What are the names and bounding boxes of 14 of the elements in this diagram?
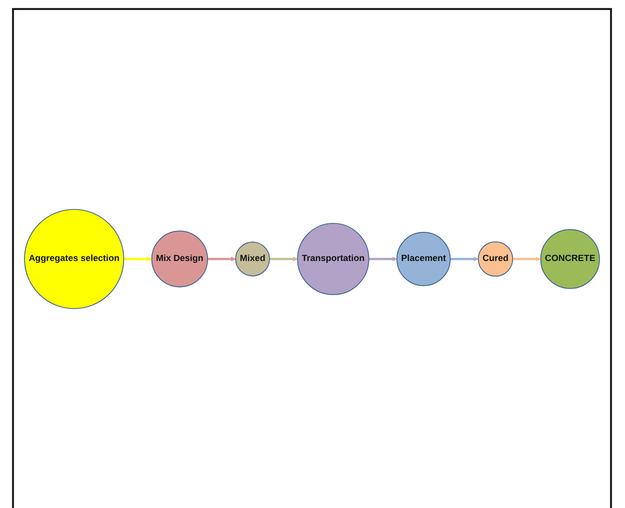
arrow (368, 256, 398, 262)
node-circle (297, 222, 370, 296)
arrow (450, 256, 479, 262)
diagram-frame: Aggregates selection Mix Design Mixed Transportation Placement Cured CONCRETE (12, 8, 612, 508)
node-circle (478, 241, 514, 277)
node-circle (396, 232, 451, 286)
node-circle (151, 230, 208, 288)
node-circle (235, 242, 270, 276)
node-circle (540, 229, 600, 289)
arrow (270, 256, 298, 262)
arrow (208, 256, 236, 262)
node-circle (24, 208, 124, 310)
arrow (124, 256, 152, 262)
arrow (512, 256, 541, 262)
